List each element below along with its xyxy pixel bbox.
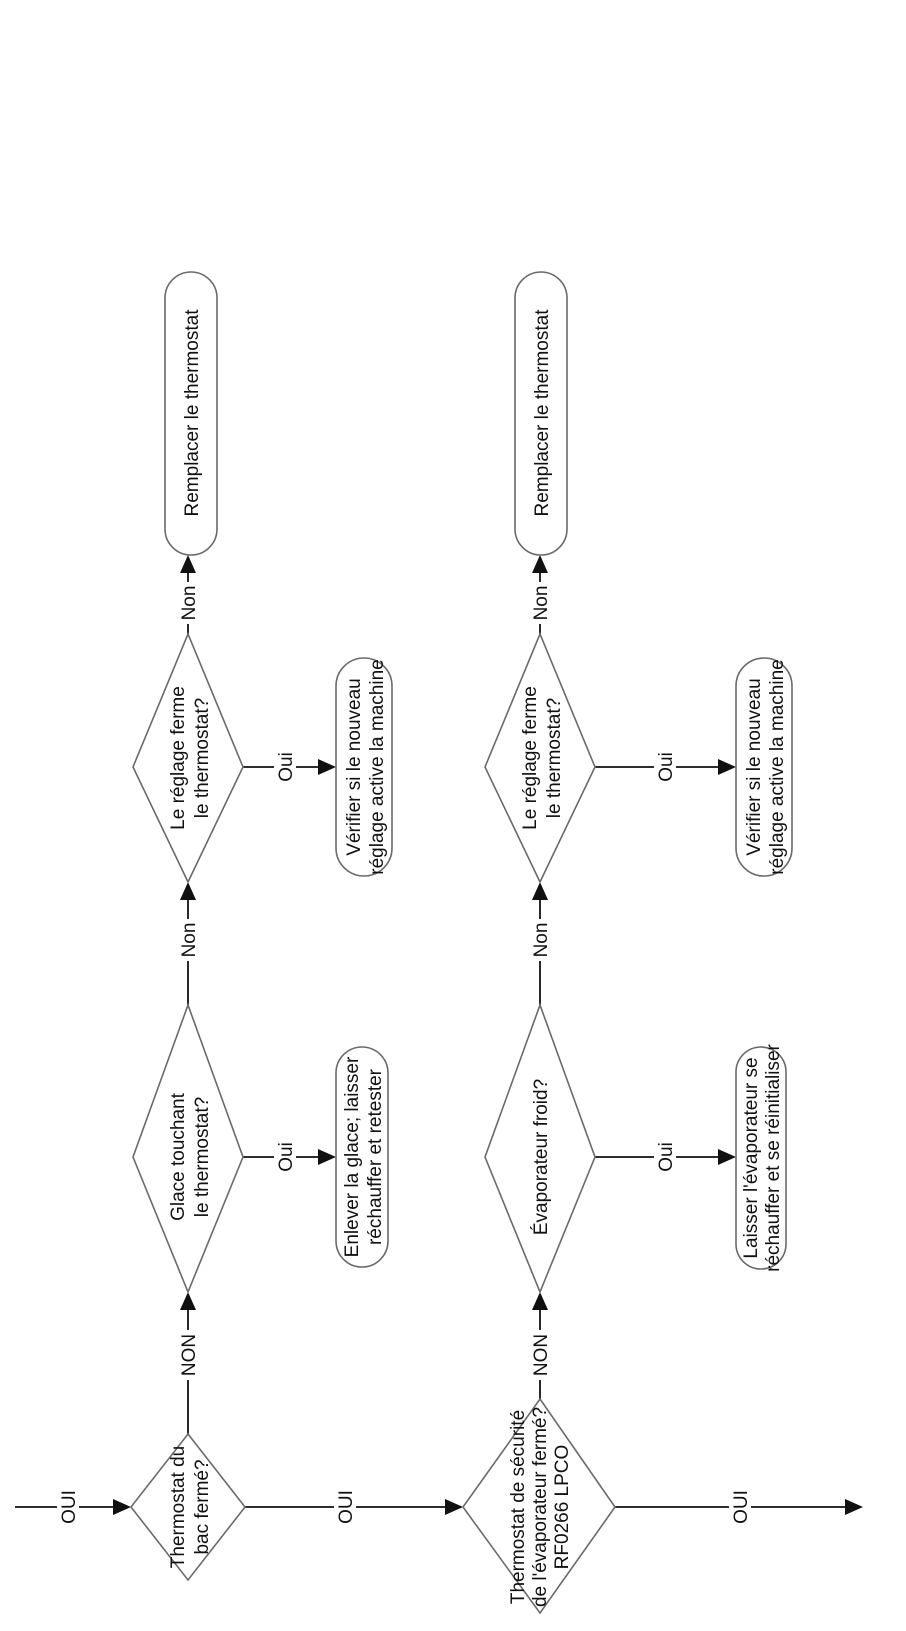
svg-text:Oui: Oui: [276, 752, 297, 782]
arrow-d5-d6: [532, 882, 548, 900]
svg-text:Laisser l'évaporateur se: Laisser l'évaporateur se: [741, 1057, 762, 1258]
result-r2: [335, 1046, 389, 1268]
end-e2-text: Remplacer le thermostat: [532, 309, 553, 517]
svg-text:Le réglage ferme: Le réglage ferme: [168, 686, 189, 830]
edge-labels: OUI OUI OUI Oui Oui Oui Oui NON: [57, 582, 752, 1527]
arrow-d3-r3: [318, 759, 336, 775]
svg-text:Vérifier si le nouveau: Vérifier si le nouveau: [744, 678, 765, 855]
svg-text:le thermostat?: le thermostat?: [192, 698, 213, 818]
decision-d3: [132, 631, 244, 884]
edge-label-d5-d6: Non: [529, 919, 552, 961]
decision-d5-text: Évaporateur froid?: [531, 1079, 552, 1235]
arrow-d6-r6: [718, 759, 736, 775]
edge-label-d6-e2: Non: [529, 582, 552, 624]
arrow-d2-r2: [318, 1149, 336, 1165]
svg-text:Thermostat de sécurité: Thermostat de sécurité: [508, 1410, 529, 1604]
svg-text:Non: Non: [531, 923, 552, 958]
svg-text:le thermostat?: le thermostat?: [544, 698, 565, 818]
decision-d3-text: Le réglage ferme le thermostat?: [168, 686, 213, 830]
svg-text:NON: NON: [531, 1334, 552, 1376]
result-r5: [735, 1046, 787, 1270]
svg-text:Oui: Oui: [656, 1142, 677, 1172]
decision-d1-text: Thermostat du bac fermé?: [168, 1446, 213, 1569]
result-r6-text: Vérifier si le nouveau réglage active la…: [744, 659, 788, 874]
arrowheads: [113, 555, 863, 1515]
decision-d2: [132, 1002, 244, 1295]
svg-text:OUI: OUI: [59, 1490, 80, 1524]
end-e1-text: Remplacer le thermostat: [182, 309, 203, 517]
edge-label-d3-r3: Oui: [274, 750, 297, 784]
result-r6: [735, 657, 793, 877]
edge-label-d4-d5: NON: [529, 1330, 552, 1380]
arrow-d4-d5: [532, 1292, 548, 1310]
decision-d4: [462, 1397, 616, 1615]
svg-text:Oui: Oui: [656, 752, 677, 782]
result-r5-text: Laisser l'évaporateur se réchauffer et s…: [741, 1043, 784, 1271]
edge-label-d5-r5: Oui: [654, 1140, 677, 1174]
svg-text:réchauffer et retester: réchauffer et retester: [365, 1068, 386, 1245]
svg-text:bac fermé?: bac fermé?: [192, 1459, 213, 1554]
svg-text:Le réglage ferme: Le réglage ferme: [520, 686, 541, 830]
svg-text:Non: Non: [179, 586, 200, 621]
svg-text:Enlever la glace; laisser: Enlever la glace; laisser: [342, 1056, 363, 1257]
edge-label-d3-e1: Non: [177, 582, 200, 624]
svg-text:NON: NON: [179, 1334, 200, 1376]
edge-label-d2-r2: Oui: [274, 1140, 297, 1174]
result-r2-text: Enlever la glace; laisser réchauffer et …: [342, 1056, 386, 1257]
decision-d4-text: Thermostat de sécurité de l'évaporateur …: [508, 1407, 573, 1607]
edge-label-d6-r6: Oui: [654, 750, 677, 784]
decision-d1: [129, 1432, 247, 1582]
decision-d6: [484, 631, 596, 884]
edge-label-d1-d4: OUI: [334, 1487, 357, 1527]
decision-d2-text: Glace touchant le thermostat?: [168, 1092, 213, 1221]
result-r3-text: Vérifier si le nouveau réglage active la…: [344, 659, 388, 874]
svg-text:Remplacer le thermostat: Remplacer le thermostat: [182, 309, 203, 517]
end-e1: [164, 271, 218, 556]
svg-text:de l'évaporateur fermé?: de l'évaporateur fermé?: [530, 1407, 551, 1607]
svg-text:OUI: OUI: [336, 1490, 357, 1524]
node-texts: Thermostat du bac fermé? Glace touchant …: [168, 309, 788, 1607]
edge-label-in: OUI: [57, 1487, 80, 1527]
svg-text:Oui: Oui: [276, 1142, 297, 1172]
svg-text:réchauffer et se réinitialiser: réchauffer et se réinitialiser: [763, 1043, 784, 1271]
arrow-out: [845, 1499, 863, 1515]
decision-d6-text: Le réglage ferme le thermostat?: [520, 686, 565, 830]
shapes: [129, 271, 793, 1615]
edge-label-d2-d3: Non: [177, 919, 200, 961]
svg-text:réglage active la machine: réglage active la machine: [767, 659, 788, 874]
svg-text:Thermostat du: Thermostat du: [168, 1446, 189, 1569]
result-r3: [335, 657, 393, 877]
svg-text:le thermostat?: le thermostat?: [192, 1097, 213, 1217]
arrow-d3-e1: [180, 555, 196, 573]
arrow-d5-r5: [718, 1149, 736, 1165]
svg-text:Remplacer le thermostat: Remplacer le thermostat: [532, 309, 553, 517]
end-e2: [514, 271, 568, 556]
arrow-d6-e2: [532, 555, 548, 573]
arrow-d1-d4: [445, 1499, 463, 1515]
arrow-d2-d3: [180, 882, 196, 900]
svg-text:Vérifier si le nouveau: Vérifier si le nouveau: [344, 678, 365, 855]
edge-label-out: OUI: [729, 1487, 752, 1527]
arrow-d1-d2: [180, 1292, 196, 1310]
svg-text:Glace touchant: Glace touchant: [168, 1092, 189, 1221]
svg-text:Évaporateur froid?: Évaporateur froid?: [531, 1079, 552, 1235]
arrow-in: [113, 1499, 131, 1515]
edge-label-d1-d2: NON: [177, 1330, 200, 1380]
svg-text:RF0266 LPCO: RF0266 LPCO: [552, 1445, 573, 1570]
svg-text:OUI: OUI: [731, 1490, 752, 1524]
decision-d5: [484, 1002, 596, 1295]
svg-text:Non: Non: [531, 586, 552, 621]
svg-text:Non: Non: [179, 923, 200, 958]
connectors: [15, 573, 845, 1508]
svg-text:réglage active la machine: réglage active la machine: [367, 659, 388, 874]
